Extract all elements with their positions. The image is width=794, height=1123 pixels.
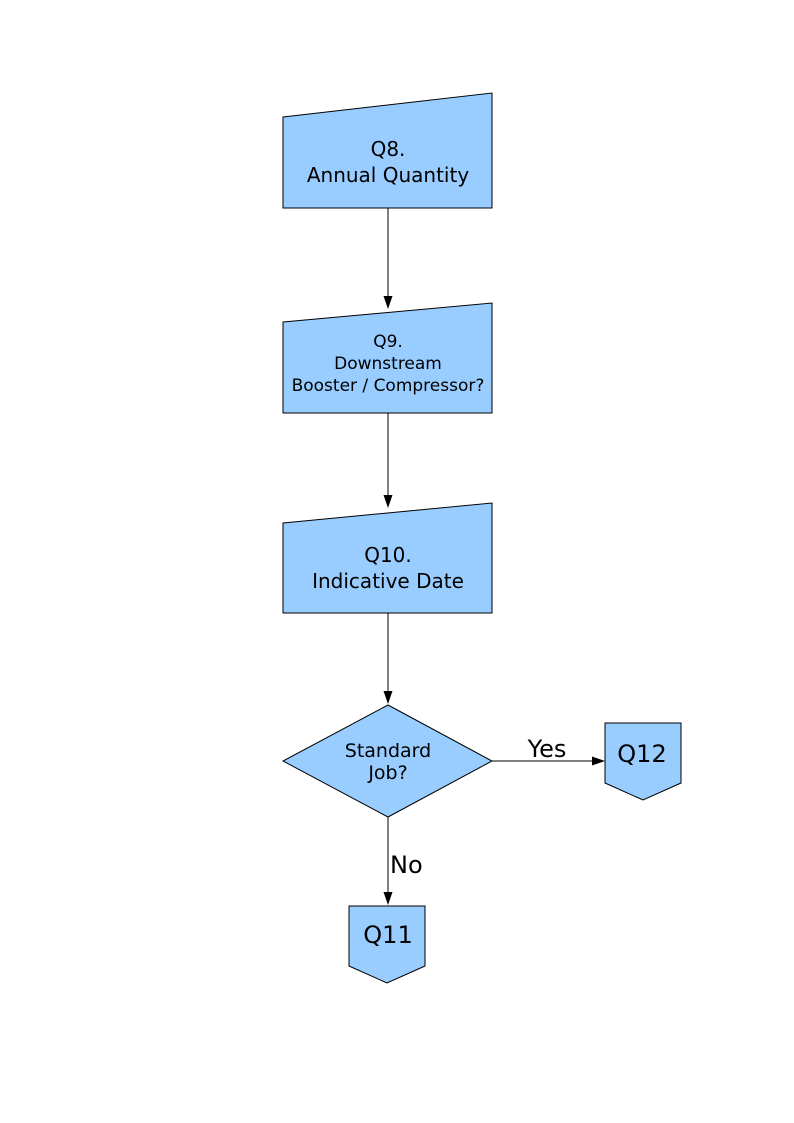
arrowhead-q8-q9	[383, 296, 393, 309]
node-q9-label-line1: Q9.	[373, 332, 403, 352]
node-q8-label-line1: Q8.	[371, 137, 406, 161]
node-q12-label: Q12	[617, 740, 666, 768]
node-q11-label: Q11	[363, 921, 412, 949]
node-q9-label-line2: Downstream	[334, 354, 442, 374]
decision-label-line2: Job?	[367, 762, 407, 784]
arrowhead-q10-decision	[383, 691, 393, 704]
node-q8	[282, 92, 493, 209]
arrowhead-decision-q12	[592, 756, 605, 766]
node-q10-label-line1: Q10.	[364, 543, 412, 567]
decision-standard-job	[281, 704, 494, 818]
node-q10-label-line2: Indicative Date	[312, 569, 464, 593]
node-q8-label-line2: Annual Quantity	[307, 163, 469, 187]
node-q12	[604, 722, 682, 801]
arrowhead-q9-q10	[383, 495, 393, 508]
arrowhead-decision-q11	[383, 892, 393, 905]
node-q10	[282, 502, 493, 614]
edge-label-no: No	[390, 851, 423, 879]
node-q9	[282, 302, 493, 414]
node-q9-label-line3: Booster / Compressor?	[292, 376, 485, 396]
node-q11	[348, 905, 426, 984]
edge-label-yes: Yes	[527, 735, 567, 763]
decision-label-line1: Standard	[345, 740, 431, 762]
